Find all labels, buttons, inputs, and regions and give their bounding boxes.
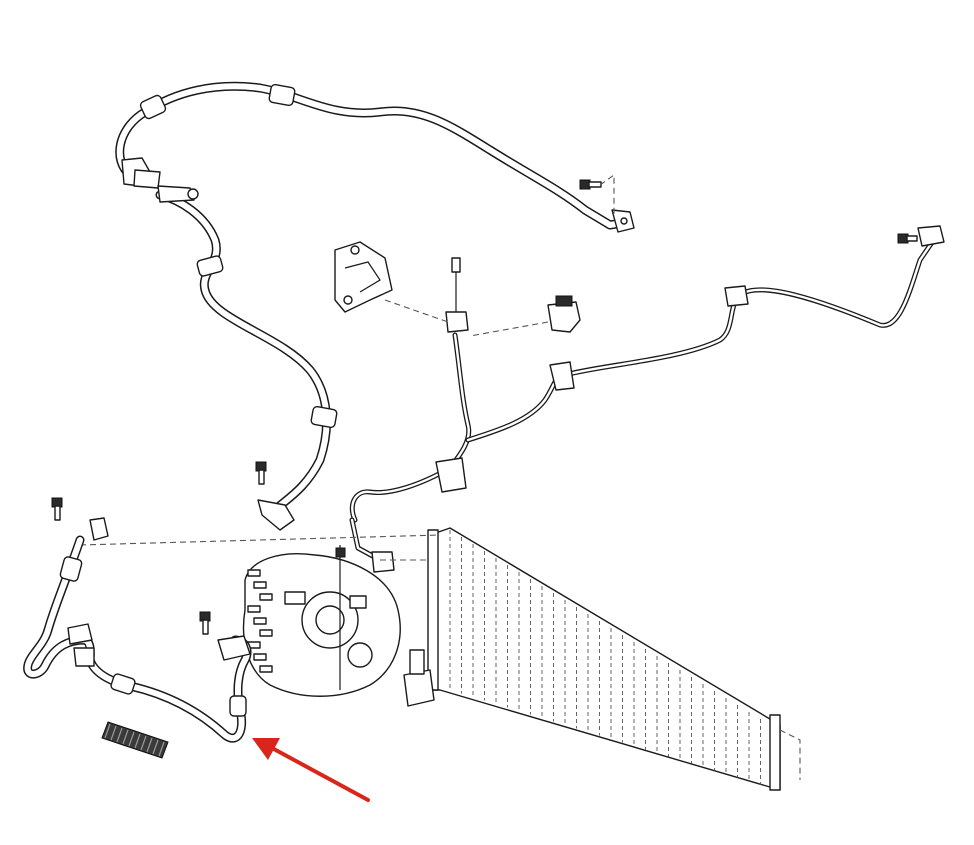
end-fitting	[217, 635, 251, 661]
sleeve-coil	[116, 727, 123, 743]
sleeve-coil	[104, 723, 111, 739]
bolt-icon	[897, 233, 918, 244]
drier-fitting	[403, 669, 435, 707]
end-fitting	[257, 499, 295, 531]
clip-icon	[724, 285, 749, 307]
clip-icon	[89, 517, 109, 541]
bolt-icon	[579, 179, 602, 190]
sleeve-coil	[134, 733, 141, 749]
bolt-icon	[255, 461, 267, 485]
sensor-icon	[445, 257, 469, 333]
sleeve-coil	[128, 731, 135, 747]
compressor-fin	[259, 629, 273, 637]
sleeve-coil	[110, 725, 117, 741]
hose-sleeve	[268, 83, 296, 107]
lower-hose	[23, 497, 252, 743]
compressor-fin	[247, 569, 261, 577]
sleeve-coil	[152, 739, 159, 755]
sleeve-coil	[158, 741, 165, 757]
clip-icon	[549, 361, 575, 391]
arrow-pointer-icon	[252, 738, 370, 802]
hose-sleeve	[139, 94, 167, 120]
drier-fitting	[409, 649, 425, 675]
compressor-icon	[242, 545, 401, 697]
hose-sleeve	[110, 673, 136, 695]
hose-sleeve	[196, 255, 224, 277]
end-fitting	[917, 225, 945, 247]
pressure-switch-icon	[547, 295, 581, 333]
sleeve-coil	[140, 735, 147, 751]
port-fitting	[157, 185, 195, 203]
end-fitting	[371, 551, 395, 573]
hose-sleeve	[59, 556, 83, 582]
compressor-fin	[259, 593, 273, 601]
bracket-icon	[334, 241, 393, 313]
clip-icon	[435, 457, 467, 493]
discharge-hose	[155, 185, 338, 531]
condenser-icon	[403, 527, 781, 791]
compressor-fin	[253, 581, 267, 589]
sleeve-coil	[146, 737, 153, 753]
upper-hose-assembly	[115, 81, 635, 233]
compressor-fin	[253, 653, 267, 661]
compressor-fin	[247, 605, 261, 613]
end-fitting	[67, 623, 93, 645]
liquid-line	[349, 225, 945, 573]
bolt-icon	[51, 497, 63, 521]
sleeve-icon	[101, 721, 169, 759]
hose-sleeve	[229, 695, 247, 717]
sleeve-coil	[122, 729, 129, 745]
bolt-icon	[199, 611, 211, 635]
compressor-fin	[259, 665, 273, 673]
compressor-fin	[253, 617, 267, 625]
hose-sleeve	[310, 405, 338, 429]
